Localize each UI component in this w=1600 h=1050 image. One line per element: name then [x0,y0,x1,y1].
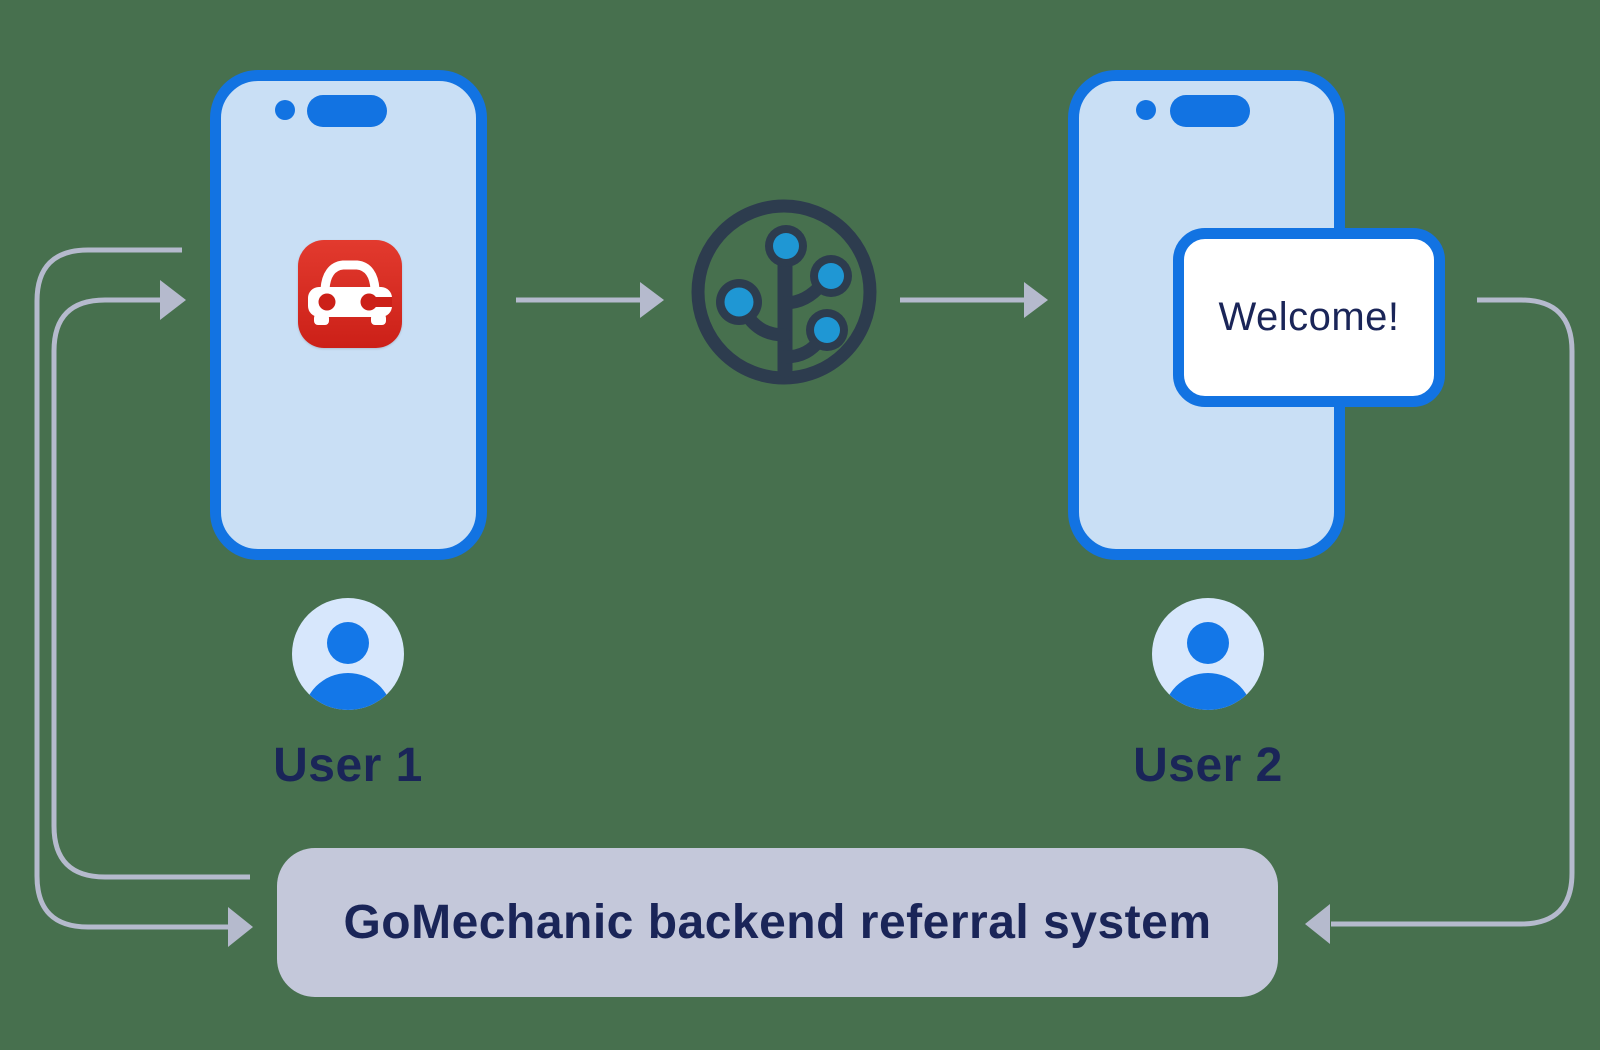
arrow-user1-to-backend [34,247,229,930]
welcome-text: Welcome! [1218,295,1400,339]
gomechanic-app-icon [298,240,402,348]
phone-user1 [210,70,487,560]
backend-system-bar: GoMechanic backend referral system [277,848,1278,997]
branch-ring [691,199,877,385]
branch-nodes [716,225,852,351]
user2-avatar [1152,598,1264,710]
person-icon [303,622,393,710]
camera-dot-icon [275,100,295,120]
arrowhead-to-branch [640,282,664,318]
user2-label: User 2 [1133,739,1283,792]
car-icon [308,260,392,325]
person-icon [1163,622,1253,710]
branch-deep-link-icon [684,192,884,392]
arrowhead-into-user1-phone [160,280,186,320]
user1-label: User 1 [273,739,423,792]
arrowhead-to-user2-phone [1024,282,1048,318]
arrowhead-into-backend-left [228,907,253,947]
backend-label: GoMechanic backend referral system [343,896,1212,949]
camera-dot-icon [1136,100,1156,120]
notch-pill-icon [307,95,387,127]
welcome-notification-card: Welcome! [1173,228,1445,407]
user1-avatar [292,598,404,710]
notch-pill-icon [1170,95,1250,127]
arrowhead-into-backend-right [1305,904,1330,944]
